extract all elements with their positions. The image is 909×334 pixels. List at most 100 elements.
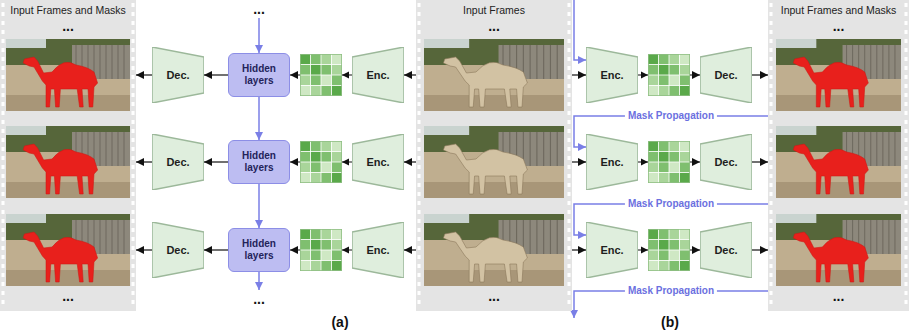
film-perforation xyxy=(2,120,5,124)
film-perforation xyxy=(770,84,773,88)
film-perforation xyxy=(568,84,571,88)
film-perforation xyxy=(770,12,773,16)
film-perforation xyxy=(568,282,571,286)
film-perforation xyxy=(2,192,5,196)
film-strip: Input Frames and Masks...... xyxy=(768,0,909,311)
film-perforation xyxy=(568,30,571,34)
film-perforation xyxy=(770,183,773,187)
film-perforation xyxy=(132,210,135,214)
arrow-head xyxy=(342,159,349,166)
hidden-layers-box: Hidden layers xyxy=(228,228,290,272)
film-perforation xyxy=(418,93,421,97)
trapezoid-shape xyxy=(352,222,404,278)
film-perforation xyxy=(418,21,421,25)
film-perforation xyxy=(905,246,908,250)
film-perforation xyxy=(568,300,571,304)
film-perforation xyxy=(2,111,5,115)
feature-grid xyxy=(300,141,342,183)
film-perforation xyxy=(905,39,908,43)
encoder-label: Enc. xyxy=(366,244,389,256)
hidden-layers-label: Hidden layers xyxy=(231,63,287,87)
film-strip: Input Frames...... xyxy=(416,0,572,311)
propagation-arrow xyxy=(258,184,260,228)
data-arrow xyxy=(572,74,586,75)
film-perforation xyxy=(905,66,908,70)
film-perforation xyxy=(568,12,571,16)
strip-heading: Input Frames and Masks xyxy=(0,4,136,16)
film-perforation xyxy=(905,291,908,295)
film-perforation xyxy=(418,300,421,304)
film-perforation xyxy=(132,291,135,295)
recurrent-line xyxy=(258,18,260,53)
film-perforation xyxy=(2,183,5,187)
film-perforation xyxy=(132,102,135,106)
film-perforation xyxy=(568,165,571,169)
film-perforation xyxy=(2,300,5,304)
film-perforation xyxy=(2,102,5,106)
film-perforation xyxy=(770,21,773,25)
video-frame xyxy=(6,39,130,111)
data-arrow xyxy=(204,74,228,75)
film-perforation xyxy=(418,129,421,133)
film-perforation xyxy=(418,210,421,214)
film-perforation xyxy=(418,84,421,88)
film-perforation xyxy=(418,165,421,169)
encoder-block: Enc. xyxy=(586,47,638,103)
film-perforation xyxy=(418,102,421,106)
film-perforation xyxy=(2,84,5,88)
trapezoid-shape xyxy=(352,47,404,103)
encoder-label: Enc. xyxy=(600,69,623,81)
film-perforation xyxy=(905,138,908,142)
film-perforation xyxy=(418,12,421,16)
film-perforation xyxy=(770,111,773,115)
film-perforation xyxy=(132,12,135,16)
encoder-block: Enc. xyxy=(352,134,404,190)
data-arrow xyxy=(204,249,228,250)
encoder-label: Enc. xyxy=(366,156,389,168)
film-perforation xyxy=(2,282,5,286)
film-perforation xyxy=(132,120,135,124)
film-perforation xyxy=(770,210,773,214)
decoder-block: Dec. xyxy=(700,222,752,278)
film-perforation xyxy=(770,138,773,142)
film-perforation xyxy=(132,138,135,142)
camel-mask xyxy=(23,232,97,282)
film-perforation xyxy=(132,111,135,115)
film-perforation xyxy=(418,156,421,160)
film-perforation xyxy=(2,147,5,151)
film-frames xyxy=(768,0,909,311)
film-perforation xyxy=(770,219,773,223)
camel-mask xyxy=(23,144,97,194)
decoder-label: Dec. xyxy=(714,244,737,256)
film-perforation xyxy=(905,219,908,223)
film-perforation xyxy=(2,174,5,178)
film-perforation xyxy=(568,93,571,97)
camel-mask xyxy=(793,144,868,194)
film-perforation xyxy=(2,39,5,43)
film-perforation xyxy=(905,273,908,277)
feature-grid xyxy=(300,54,342,96)
hidden-layers-label: Hidden layers xyxy=(231,150,287,174)
film-perforation xyxy=(2,12,5,16)
film-perforation xyxy=(418,246,421,250)
film-perforation xyxy=(568,156,571,160)
film-perforation xyxy=(418,147,421,151)
film-perforation xyxy=(568,120,571,124)
film-perforation xyxy=(568,48,571,52)
trapezoid-shape xyxy=(352,134,404,190)
film-perforation xyxy=(132,84,135,88)
video-frame xyxy=(424,126,564,198)
camel-mask xyxy=(793,232,868,282)
decoder-block: Dec. xyxy=(152,134,204,190)
film-frames xyxy=(416,0,572,311)
film-perforation xyxy=(770,3,773,7)
arrow-head xyxy=(641,159,648,166)
film-perforation xyxy=(132,264,135,268)
arrow-head xyxy=(342,72,349,79)
film-perforation xyxy=(770,66,773,70)
film-perforation xyxy=(132,246,135,250)
film-perforation xyxy=(132,183,135,187)
film-perforation xyxy=(568,129,571,133)
